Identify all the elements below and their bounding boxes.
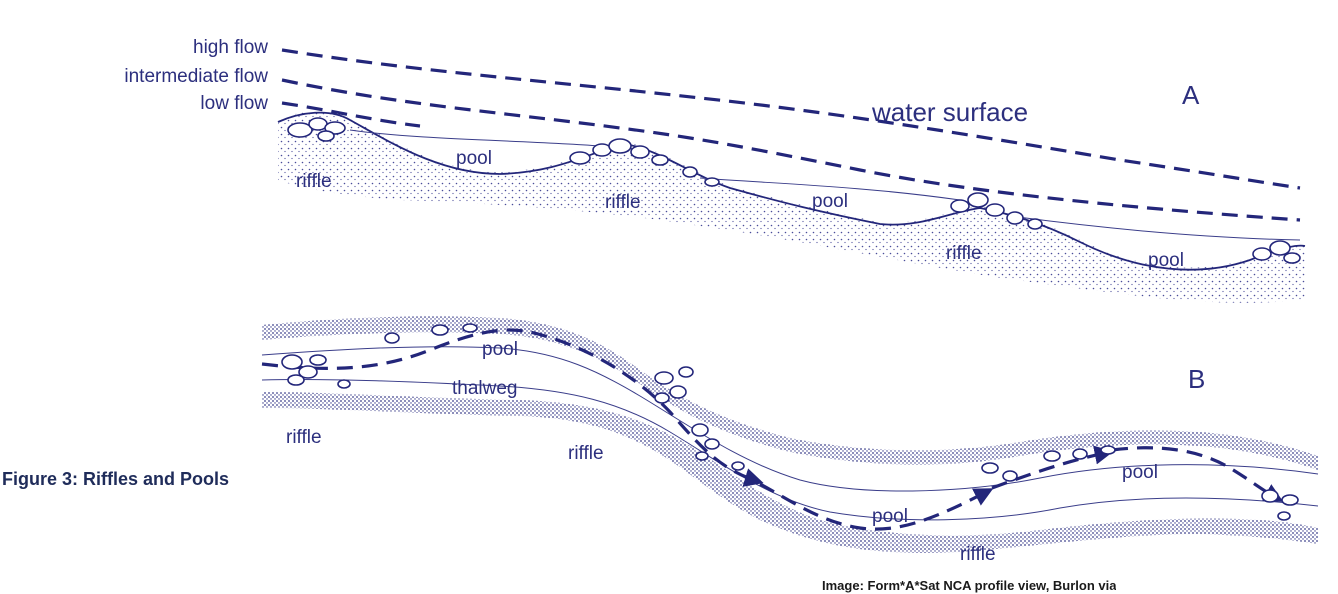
panel-b-pool-2-label: pool [872, 506, 908, 527]
panel-a-riffle-3-label: riffle [946, 243, 982, 264]
panel-a-riffle-2-label: riffle [605, 192, 641, 213]
panel-a-letter: A [1182, 80, 1200, 110]
panel-b-letter: B [1188, 364, 1205, 394]
panel-b-channel-line-1 [262, 347, 1318, 491]
panel-a-riffle-1-label: riffle [296, 171, 332, 192]
figure-caption: Figure 3: Riffles and Pools [2, 469, 229, 490]
panel-a-pool-2-label: pool [812, 191, 848, 212]
panel-a-pool-3-label: pool [1148, 250, 1184, 271]
panel-b-riffle-stones [282, 324, 1298, 520]
panel-b-pool-3-label: pool [1122, 462, 1158, 483]
panel-b-riffle-1-label: riffle [286, 427, 322, 448]
image-credit: Image: Form*A*Sat NCA profile view, Burl… [822, 578, 1116, 594]
panel-b-plan: B pool thalweg riffle riffle pool pool r… [262, 316, 1318, 565]
intermediate-flow-label: intermediate flow [124, 66, 268, 87]
water-surface-label: water surface [871, 97, 1028, 127]
thalweg-label: thalweg [452, 378, 518, 399]
panel-b-pool-1-label: pool [482, 339, 518, 360]
panel-b-lower-bank [262, 392, 1318, 553]
panel-b-riffle-3-label: riffle [960, 544, 996, 565]
panel-a-profile: high flow intermediate flow low flow wat… [124, 37, 1305, 303]
low-flow-label: low flow [200, 93, 268, 114]
panel-b-riffle-2-label: riffle [568, 443, 604, 464]
high-flow-label: high flow [193, 37, 268, 58]
panel-b-upper-bank [262, 316, 1318, 470]
panel-a-pool-1-label: pool [456, 148, 492, 169]
